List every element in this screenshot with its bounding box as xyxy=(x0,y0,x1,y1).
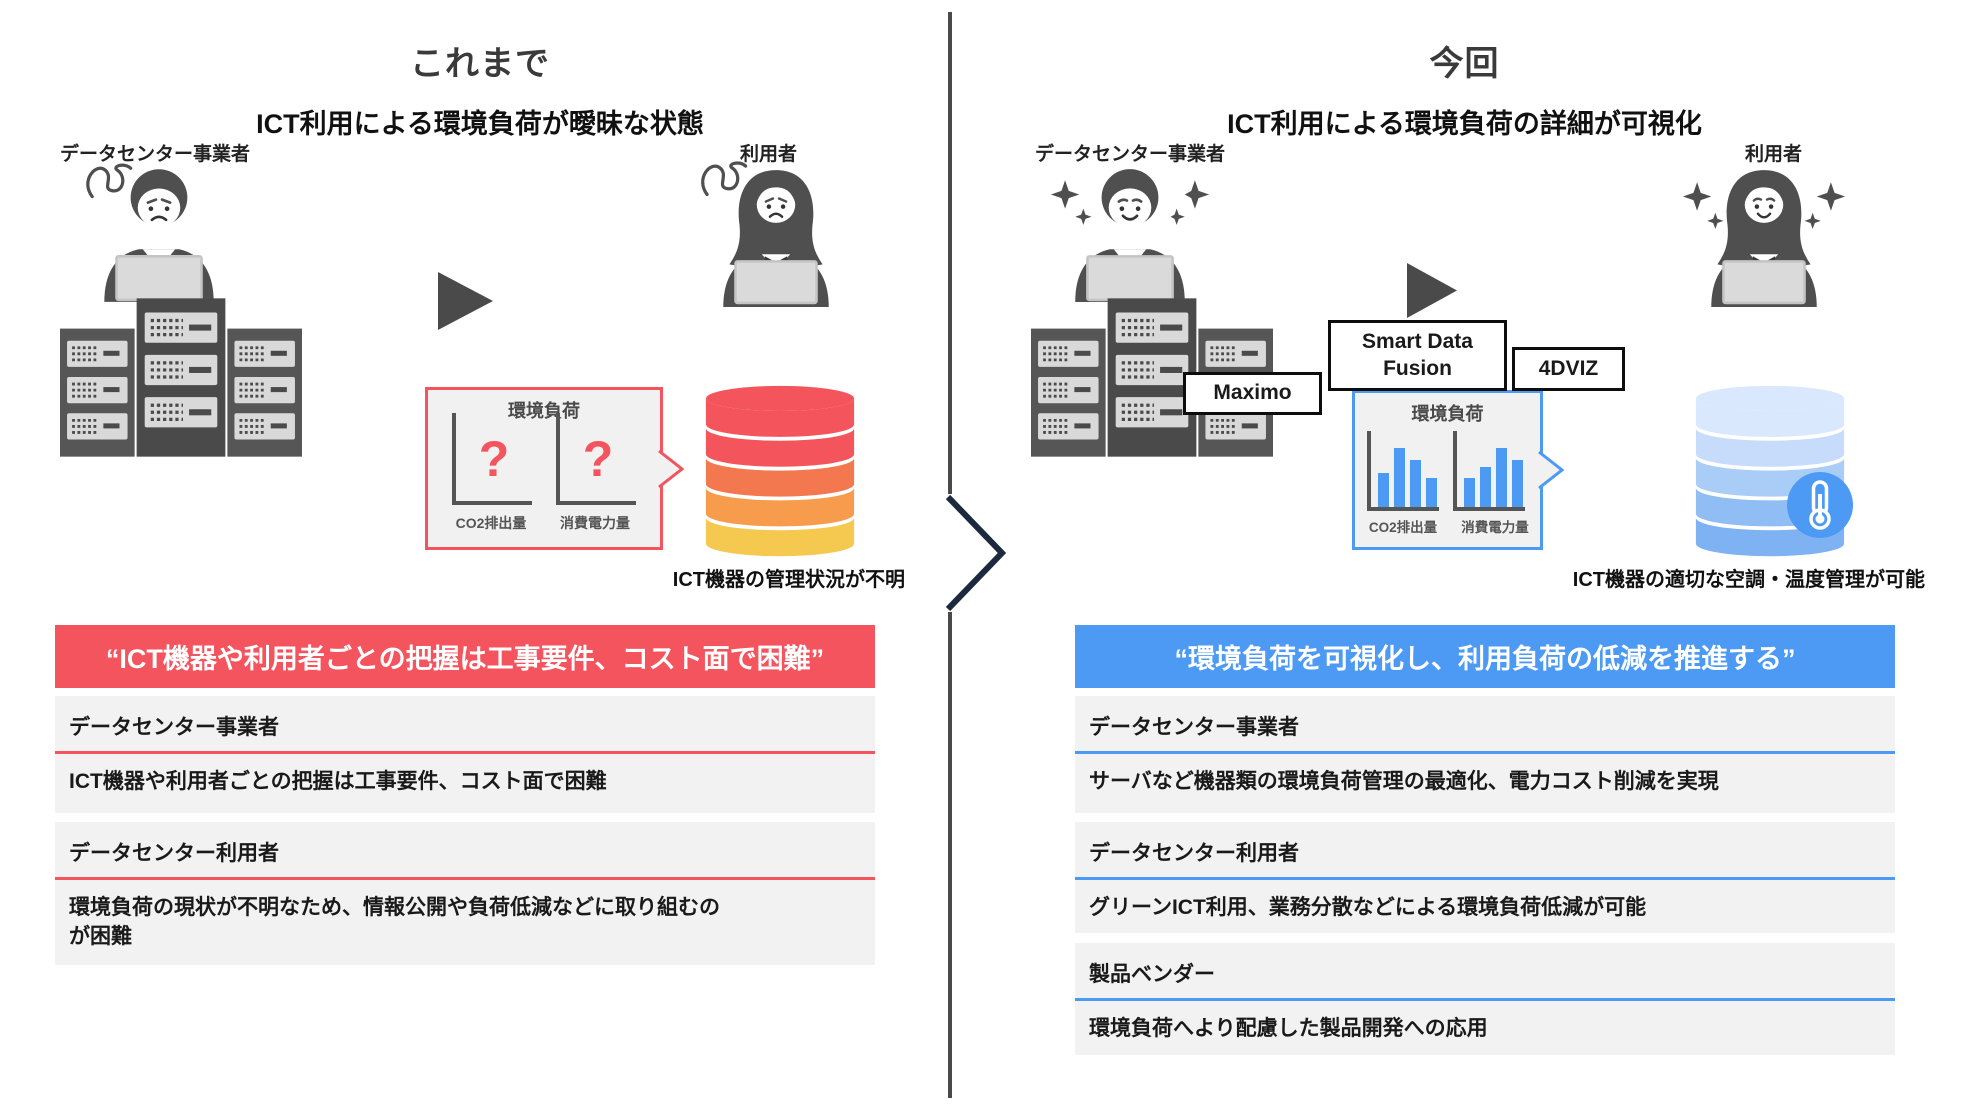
section-heading: データセンター利用者 xyxy=(1089,842,1299,865)
thermometer-icon xyxy=(1787,472,1853,538)
laptop-icon xyxy=(1086,255,1174,302)
operator-section: データセンター事業者 サーバなど機器類の環境負荷管理の最適化、電力コスト削減を実… xyxy=(1075,696,1895,813)
section-body: グリーンICT利用、業務分散などによる環境負荷低減が可能 xyxy=(1089,896,1647,919)
section-heading: データセンター事業者 xyxy=(1089,716,1299,739)
power-axis-label: 消費電力量 xyxy=(560,515,630,531)
sparkle-icon xyxy=(1804,212,1821,229)
bar-group xyxy=(1453,431,1525,511)
section-body: 環境負荷の現状が不明なため、情報公開や負荷低減などに取り組むのが困難 xyxy=(69,896,720,949)
section-divider xyxy=(55,877,875,880)
user-label: 利用者 xyxy=(740,144,798,165)
env-load-unknown-bubble: 環境負荷 ? ? CO2排出量 消費電力量 xyxy=(425,387,684,550)
dc-operator-label: データセンター事業者 xyxy=(1035,144,1226,165)
user-section: データセンター利用者 環境負荷の現状が不明なため、情報公開や負荷低減などに取り組… xyxy=(55,822,875,965)
bubble-tail xyxy=(1538,451,1564,489)
sparkle-icon xyxy=(1184,180,1210,209)
section-divider xyxy=(55,751,875,754)
power-unknown-chart: ? xyxy=(556,413,636,505)
vendor-section: 製品ベンダー 環境負荷へより配慮した製品開発への応用 xyxy=(1075,943,1895,1055)
laptop-icon xyxy=(115,255,203,302)
section-heading: データセンター事業者 xyxy=(69,716,279,739)
worried-operator-figure xyxy=(78,160,240,302)
co2-unknown-chart: ? xyxy=(452,413,532,505)
bubble-tail xyxy=(658,450,684,488)
laptop-icon xyxy=(1722,260,1806,305)
question-mark: ? xyxy=(582,431,614,487)
worried-user-figure xyxy=(693,160,859,307)
section-body: サーバなど機器類の環境負荷管理の最適化、電力コスト削減を実現 xyxy=(1089,770,1719,793)
panel-before: これまで ICT利用による環境負荷が曖昧な状態 データセンター事業者 利用者 xyxy=(0,0,960,1110)
laptop-icon xyxy=(734,260,818,305)
power-axis-label: 消費電力量 xyxy=(1461,520,1529,535)
sparkle-icon xyxy=(1075,208,1092,225)
user-label: 利用者 xyxy=(1745,144,1803,165)
divider-line-bottom xyxy=(948,612,952,1098)
sparkle-icon xyxy=(1682,182,1712,211)
panel-after-subtitle: ICT利用による環境負荷の詳細が可視化 xyxy=(1227,109,1702,139)
co2-axis-label: CO2排出量 xyxy=(455,515,527,531)
scribble-annoyed-icon xyxy=(701,161,748,197)
chevron-transition-icon xyxy=(945,494,1007,612)
problem-banner: “ICT機器や利用者ごとの把握は工事要件、コスト面で困難” xyxy=(55,625,875,688)
server-rack-icon xyxy=(1031,298,1273,457)
arrow-right-icon xyxy=(1407,263,1457,318)
sparkle-icon xyxy=(1050,180,1080,209)
panel-before-title: これまで xyxy=(410,45,550,83)
scene-caption: ICT機器の管理状況が不明 xyxy=(672,569,905,591)
product-box-4dviz: 4DVIZ xyxy=(1512,347,1625,391)
scribble-annoyed-icon xyxy=(86,163,133,199)
section-body: 環境負荷へより配慮した製品開発への応用 xyxy=(1089,1017,1488,1040)
co2-axis-label: CO2排出量 xyxy=(1368,520,1438,535)
section-divider xyxy=(1075,751,1895,754)
bubble-title: 環境負荷 xyxy=(508,401,580,421)
section-body: ICT機器や利用者ごとの把握は工事要件、コスト面で困難 xyxy=(69,770,607,793)
sparkle-icon xyxy=(1170,208,1185,225)
arrow-right-icon xyxy=(438,272,493,330)
section-divider xyxy=(1075,998,1895,1001)
database-cylinder-warm xyxy=(700,384,860,562)
product-box-smart-data-fusion: Smart Data Fusion xyxy=(1328,320,1507,391)
divider-line-top xyxy=(948,12,952,494)
bar-group xyxy=(1367,431,1439,511)
sparkle-icon xyxy=(1816,182,1846,211)
product-box-maximo: Maximo xyxy=(1183,372,1322,415)
section-heading: 製品ベンダー xyxy=(1089,963,1215,986)
server-rack-icon xyxy=(60,298,302,457)
user-section: データセンター利用者 グリーンICT利用、業務分散などによる環境負荷低減が可能 xyxy=(1075,822,1895,933)
panel-after-title: 今回 xyxy=(1429,45,1500,83)
env-load-visualized-bubble: 環境負荷 CO2排出量 消費電力量 xyxy=(1352,390,1564,550)
happy-user-figure xyxy=(1681,160,1847,307)
sparkle-icon xyxy=(1707,212,1724,229)
panel-before-subtitle: ICT利用による環境負荷が曖昧な状態 xyxy=(256,109,704,139)
happy-operator-figure xyxy=(1047,160,1213,302)
section-divider xyxy=(1075,877,1895,880)
question-mark: ? xyxy=(478,431,510,487)
solution-banner: “環境負荷を可視化し、利用負荷の低減を推進する” xyxy=(1075,625,1895,688)
database-cylinder-cool xyxy=(1690,384,1850,562)
dc-operator-label: データセンター事業者 xyxy=(60,144,251,165)
bubble-title: 環境負荷 xyxy=(1411,404,1484,424)
panel-after: 今回 ICT利用による環境負荷の詳細が可視化 データセンター事業者 利用者 xyxy=(965,0,1964,1110)
operator-section: データセンター事業者 ICT機器や利用者ごとの把握は工事要件、コスト面で困難 xyxy=(55,696,875,813)
section-heading: データセンター利用者 xyxy=(69,842,279,865)
scene-caption: ICT機器の適切な空調・温度管理が可能 xyxy=(1572,569,1925,591)
